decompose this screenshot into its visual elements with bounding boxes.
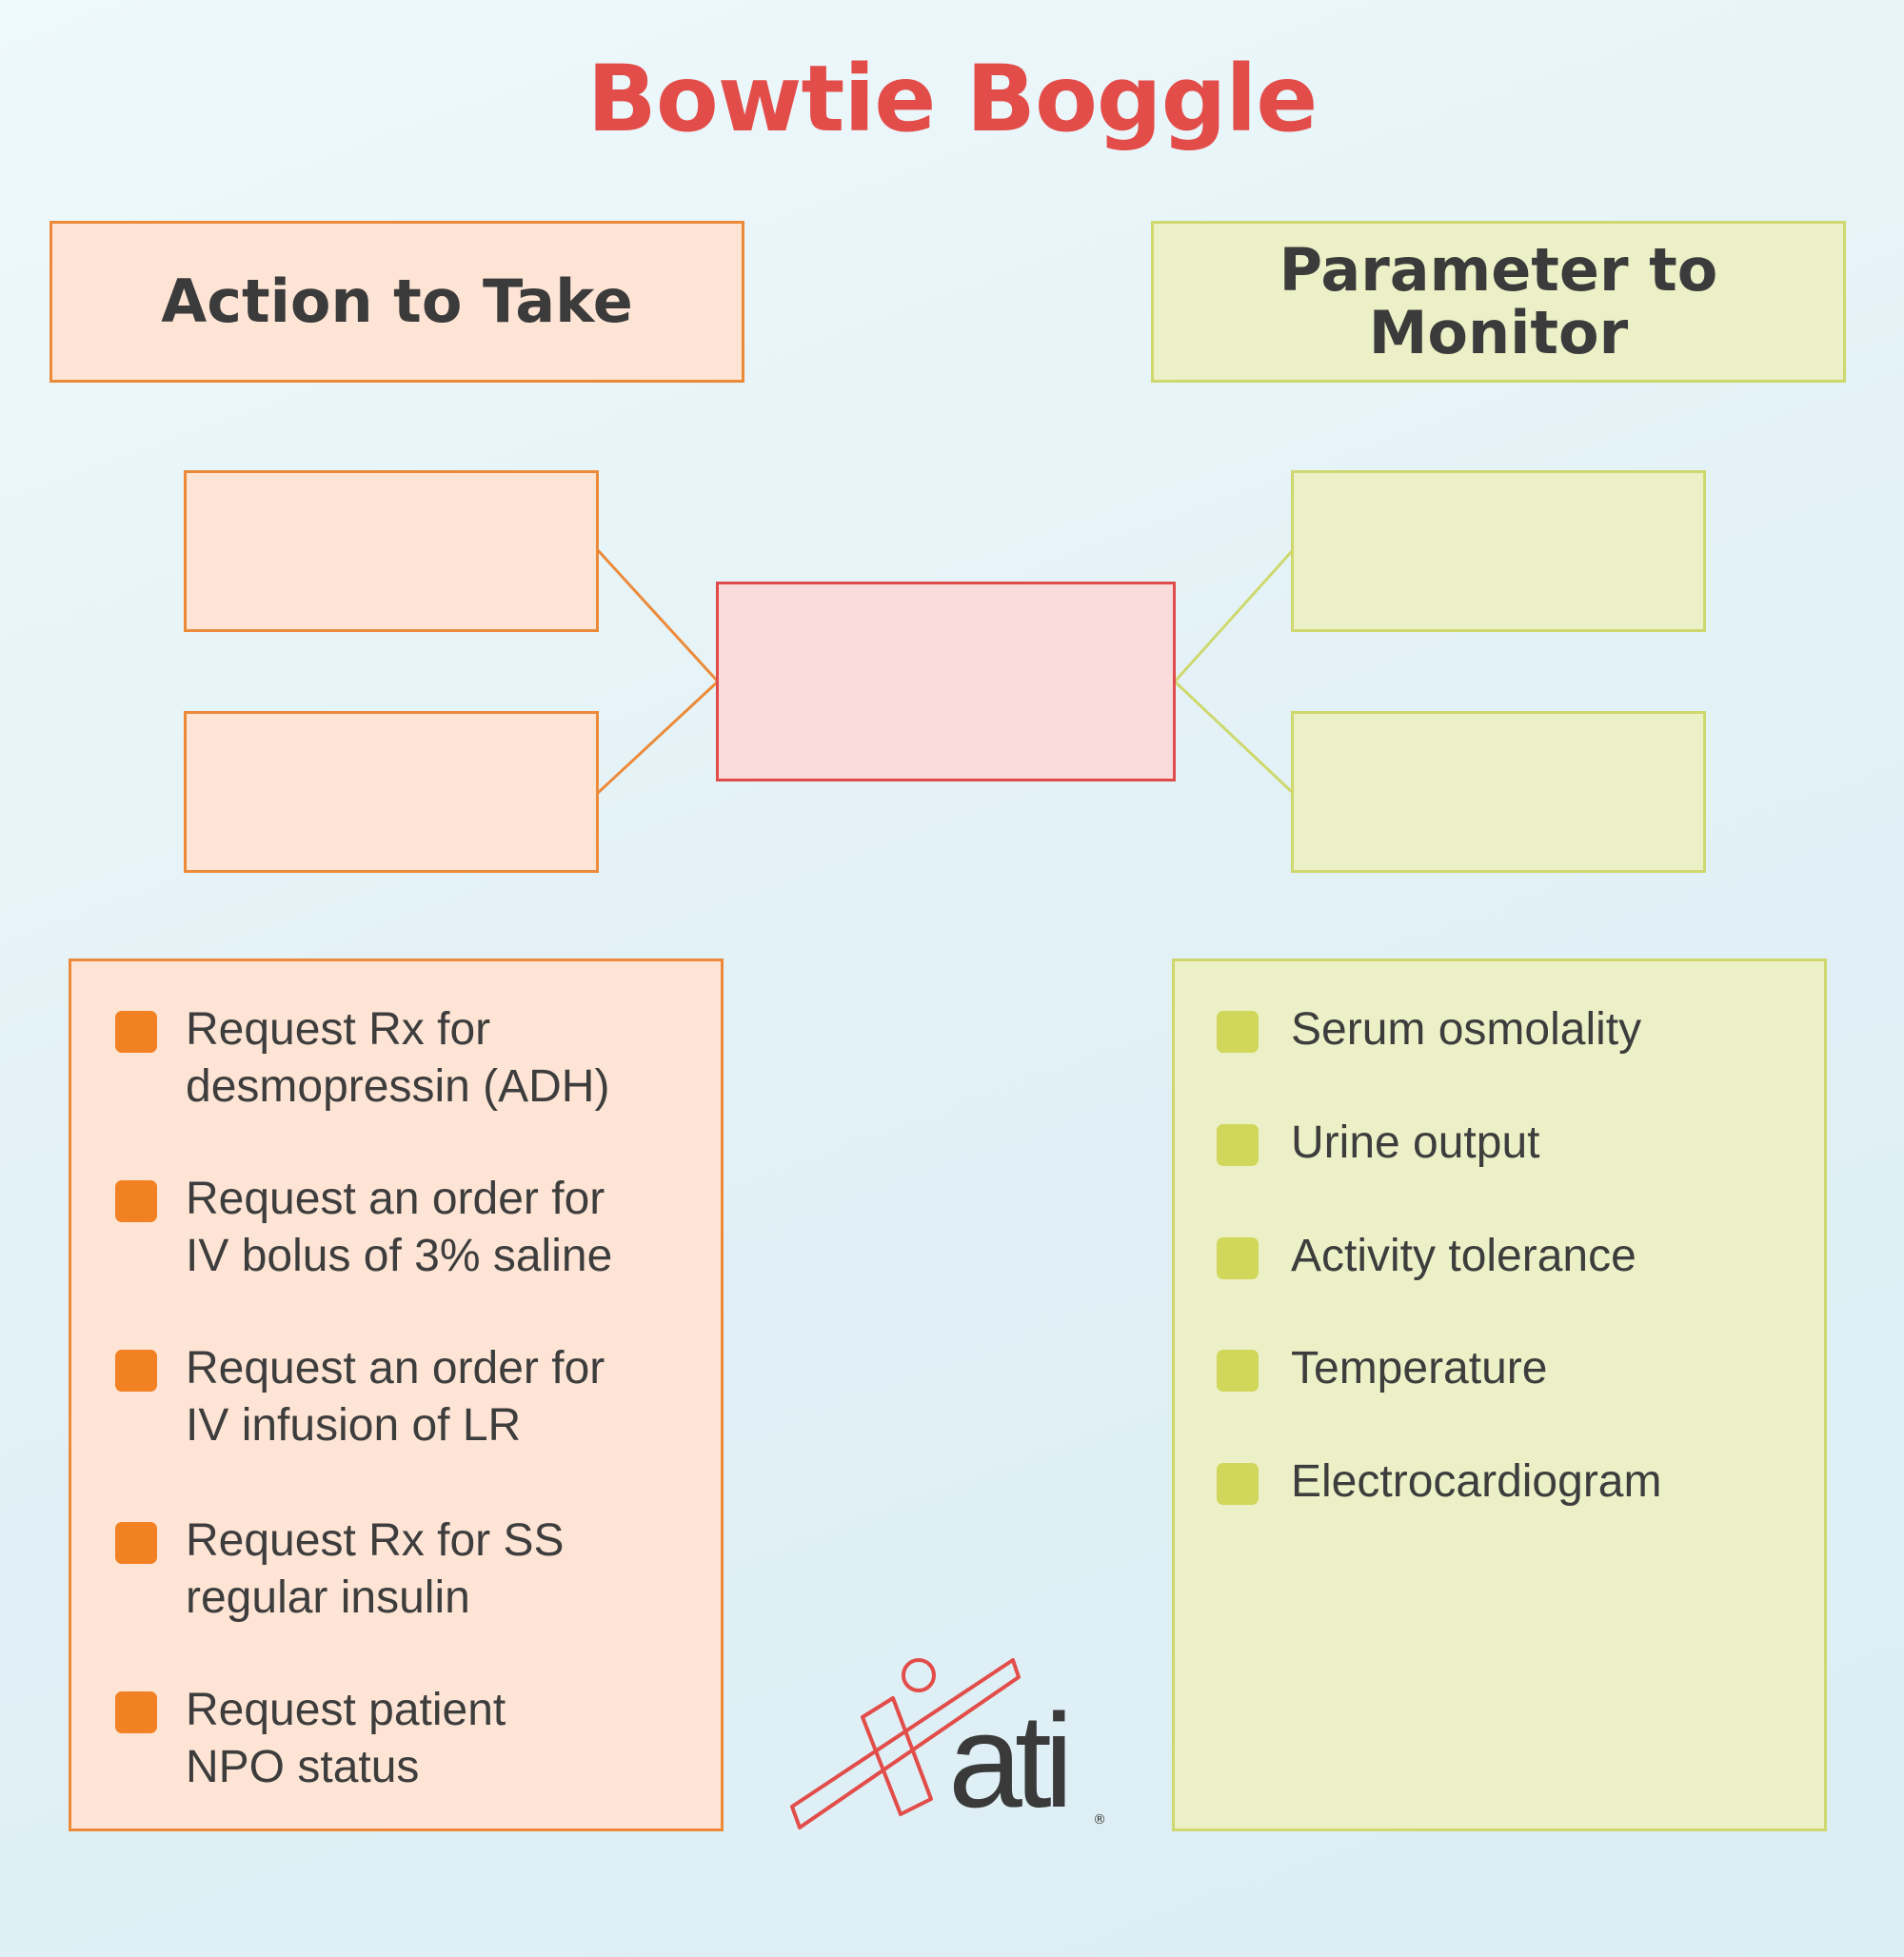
action-options-panel: Request Rx for desmopressin (ADH) Reques… [69,959,724,1831]
condition-slot[interactable] [716,582,1176,781]
action-option-label: Request patient NPO status [186,1685,506,1792]
parameter-option-label: Urine output [1291,1117,1540,1168]
registered-mark: ® [1093,1812,1106,1828]
action-bullet [115,1350,157,1392]
action-bullet [115,1011,157,1053]
parameter-option-label: Activity tolerance [1291,1231,1636,1281]
parameter-bullet [1217,1463,1259,1505]
parameter-slot-2[interactable] [1291,711,1706,873]
parameter-slot-1[interactable] [1291,470,1706,632]
action-option-label: Request Rx for desmopressin (ADH) [186,1004,610,1112]
parameter-option-label: Temperature [1291,1343,1548,1394]
parameter-header-label: Parameter to Monitor [1279,235,1718,367]
connector-action-top [596,548,720,683]
action-bullet [115,1522,157,1564]
action-slot-1[interactable] [184,470,599,632]
parameter-bullet [1217,1011,1259,1053]
action-option-label: Request an order for IV infusion of LR [186,1343,605,1451]
parameter-bullet [1217,1237,1259,1279]
action-slot-2[interactable] [184,711,599,873]
parameter-options-panel: Serum osmolality Urine output Activity t… [1172,959,1827,1831]
parameter-option-label: Serum osmolality [1291,1004,1642,1055]
action-bullet [115,1180,157,1222]
action-bullet [115,1691,157,1733]
ati-logo-figure [790,1658,1021,1829]
connector-parameter-top [1173,548,1295,683]
parameter-bullet [1217,1350,1259,1392]
parameter-option-label: Electrocardiogram [1291,1456,1662,1507]
action-option-label: Request an order for IV bolus of 3% sali… [186,1174,613,1281]
connector-action-bottom [596,680,720,795]
ati-logo-wordmark: ati [948,1686,1074,1835]
connector-parameter-bottom [1173,680,1295,795]
action-option-label: Request Rx for SS regular insulin [186,1515,565,1623]
action-header: Action to Take [50,221,744,383]
parameter-header: Parameter to Monitor [1151,221,1846,383]
parameter-bullet [1217,1124,1259,1166]
page-title: Bowtie Boggle [586,46,1319,152]
action-header-label: Action to Take [161,267,633,336]
